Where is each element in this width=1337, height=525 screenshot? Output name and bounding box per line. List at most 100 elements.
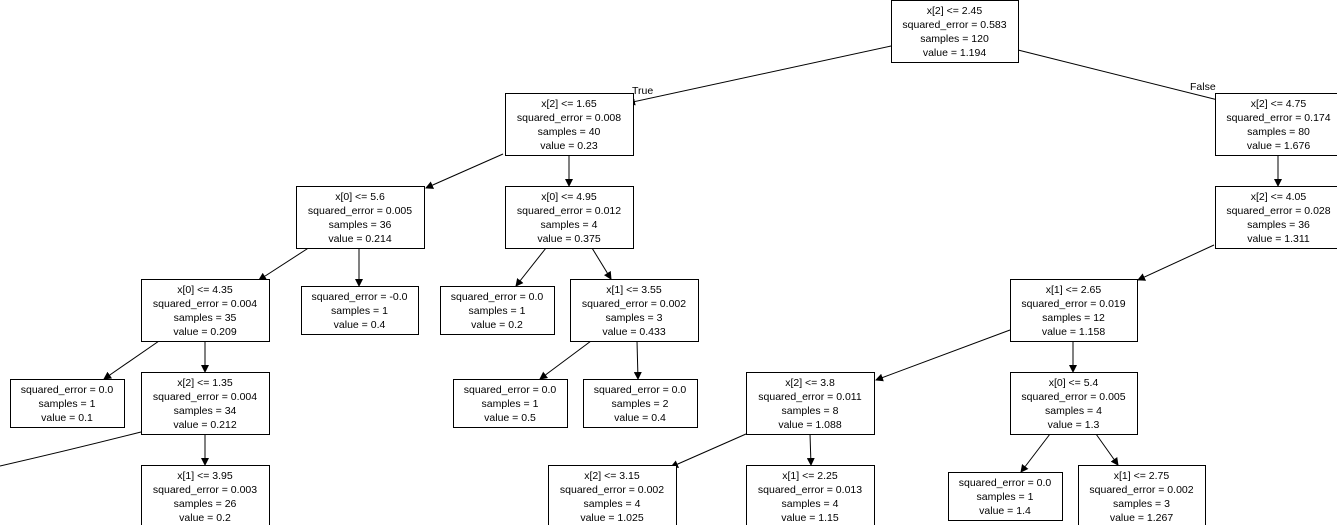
node-text-line: value = 1.3 [1048, 419, 1100, 431]
node-text-line: x[0] <= 4.35 [177, 284, 233, 296]
node-text-line: x[2] <= 1.65 [541, 98, 597, 110]
edge-n15-n18 [670, 433, 747, 468]
node-text-line: value = 0.2 [179, 512, 231, 524]
node-text-line: value = 0.5 [484, 412, 536, 424]
node-box [583, 379, 698, 428]
node-text-line: samples = 4 [782, 498, 839, 510]
node-box [1215, 186, 1337, 249]
node-text-line: samples = 12 [1042, 312, 1105, 324]
node-box [1078, 465, 1206, 525]
edges-layer [0, 45, 1282, 473]
node-text-line: value = 0.375 [537, 233, 601, 245]
node-text-line: squared_error = 0.028 [1226, 205, 1330, 217]
node-box [570, 279, 699, 342]
node-text-line: samples = 4 [1045, 405, 1102, 417]
edge-labels-layer: True False [632, 81, 1216, 97]
node-text-line: x[1] <= 2.25 [782, 470, 838, 482]
edge-n9-n14 [633, 340, 642, 380]
tree-node-n4: x[0] <= 4.95 squared_error = 0.012 samples… [505, 186, 634, 249]
node-text-line: samples = 1 [39, 398, 96, 410]
node-text-line: x[1] <= 2.75 [1114, 470, 1170, 482]
edge-n16-n20 [1020, 433, 1051, 473]
node-text-line: samples = 36 [1247, 219, 1310, 231]
node-text-line: x[0] <= 5.6 [335, 191, 385, 203]
node-text-line: squared_error = 0.005 [308, 205, 412, 217]
node-text-line: squared_error = 0.002 [582, 298, 686, 310]
node-text-line: samples = 8 [782, 405, 839, 417]
node-text-line: samples = 4 [541, 219, 598, 231]
node-text-line: x[1] <= 3.95 [177, 470, 233, 482]
node-box [296, 186, 425, 249]
node-box [301, 286, 419, 335]
node-text-line: squared_error = 0.0 [594, 384, 687, 396]
node-text-line: squared_error = 0.002 [1089, 484, 1193, 496]
node-text-line: samples = 80 [1247, 126, 1310, 138]
node-text-line: x[0] <= 5.4 [1049, 377, 1099, 389]
edge-offscreen-partial [0, 431, 142, 467]
node-box [141, 465, 270, 525]
edge-n3-n6 [258, 246, 311, 281]
edge-label-false: False [1190, 81, 1216, 93]
node-text-line: squared_error = 0.013 [758, 484, 862, 496]
node-text-line: value = 0.2 [471, 319, 523, 331]
edge-n4-n8 [515, 247, 547, 287]
node-box [505, 186, 634, 249]
node-text-line: samples = 1 [469, 305, 526, 317]
node-box [746, 372, 875, 435]
node-box [548, 465, 677, 525]
node-text-line: value = 1.4 [979, 505, 1031, 517]
node-text-line: value = 0.23 [540, 140, 598, 152]
node-box [891, 0, 1019, 63]
edge-n4-n9 [591, 247, 612, 280]
node-box [1010, 279, 1138, 342]
edge-n1-n3 [425, 153, 504, 189]
node-text-line: x[2] <= 4.05 [1251, 191, 1307, 203]
node-text-line: squared_error = 0.002 [560, 484, 664, 496]
node-text-line: value = 1.676 [1247, 140, 1311, 152]
node-text-line: value = 1.311 [1247, 233, 1310, 245]
edge-n16-n21 [1095, 433, 1119, 466]
edge-n10-n15 [875, 329, 1011, 382]
node-text-line: squared_error = 0.008 [517, 112, 621, 124]
node-box [10, 379, 125, 428]
node-text-line: value = 0.4 [614, 412, 666, 424]
node-text-line: squared_error = 0.0 [451, 291, 544, 303]
node-text-line: samples = 34 [174, 405, 237, 417]
node-box [453, 379, 568, 428]
node-text-line: squared_error = 0.012 [517, 205, 621, 217]
node-text-line: value = 1.158 [1042, 326, 1106, 338]
tree-node-n8: squared_error = 0.0 samples = 1 value = 0.… [440, 286, 555, 335]
tree-node-n11: squared_error = 0.0 samples = 1 value = 0.… [10, 379, 125, 428]
node-text-line: value = 1.267 [1110, 512, 1174, 524]
node-text-line: value = 1.15 [781, 512, 839, 524]
node-text-line: squared_error = 0.005 [1021, 391, 1125, 403]
edge-label-true: True [632, 85, 653, 97]
node-box [141, 372, 270, 435]
node-text-line: value = 0.212 [173, 419, 237, 431]
node-text-line: samples = 1 [331, 305, 388, 317]
node-text-line: value = 0.4 [334, 319, 386, 331]
node-text-line: samples = 1 [977, 491, 1034, 503]
node-text-line: squared_error = 0.0 [464, 384, 557, 396]
node-text-line: x[0] <= 4.95 [541, 191, 597, 203]
node-text-line: samples = 40 [538, 126, 601, 138]
node-box [948, 472, 1063, 521]
node-box [746, 465, 875, 525]
node-box [1010, 372, 1138, 435]
node-text-line: squared_error = 0.003 [153, 484, 257, 496]
node-text-line: value = 0.1 [41, 412, 93, 424]
node-text-line: samples = 120 [920, 33, 989, 45]
node-text-line: squared_error = 0.0 [21, 384, 114, 396]
node-text-line: value = 1.194 [923, 47, 987, 59]
